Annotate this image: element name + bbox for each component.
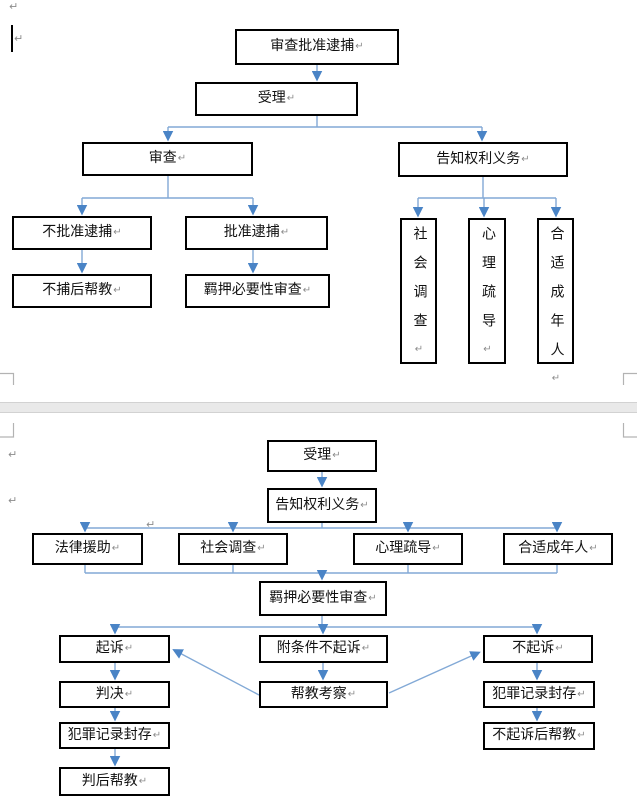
- paragraph-mark: ↵: [14, 32, 24, 45]
- node-label: 社会调查: [411, 226, 427, 342]
- paragraph-mark: ↵: [124, 643, 134, 654]
- node-label: 判后帮教: [81, 773, 138, 789]
- node-inform-rights-p2: 告知权利义务↵: [267, 488, 377, 523]
- node-legal-aid: 法律援助↵: [32, 533, 143, 565]
- node-accept-p1: 受理↵: [195, 82, 358, 116]
- paragraph-mark: ↵: [113, 227, 122, 238]
- paragraph-mark: ↵: [9, 0, 19, 13]
- node-detention-review-p1: 羁押必要性审查↵: [185, 274, 330, 308]
- paragraph-mark: ↵: [360, 499, 369, 511]
- paragraph-mark: ↵: [124, 688, 134, 700]
- paragraph-mark: ↵: [482, 344, 493, 355]
- paragraph-mark: ↵: [347, 688, 357, 700]
- node-no-arrest-assist: 不捕后帮教↵: [12, 274, 152, 308]
- paragraph-mark: ↵: [589, 543, 598, 554]
- paragraph-mark: ↵: [555, 643, 564, 654]
- node-label: 心理疏导: [480, 226, 495, 342]
- node-label: 羁押必要性审查: [269, 590, 368, 606]
- node-psychological-counseling-p2: 心理疏导↵: [353, 533, 463, 565]
- paragraph-mark: ↵: [8, 494, 18, 507]
- node-detention-review-p2: 羁押必要性审查↵: [259, 581, 387, 616]
- node-assist-and-observe: 帮教考察↵: [259, 681, 388, 708]
- node-social-investigation-p1: 社会调查 ↵: [400, 218, 437, 364]
- node-judgment: 判决↵: [59, 681, 170, 708]
- paragraph-mark: ↵: [550, 373, 562, 384]
- paragraph-mark: ↵: [361, 643, 371, 654]
- paragraph-mark: ↵: [368, 592, 377, 604]
- node-label: 告知权利义务: [436, 151, 521, 167]
- node-conditional-non-prosecution: 附条件不起诉↵: [259, 635, 388, 663]
- paragraph-mark: ↵: [113, 285, 122, 296]
- node-label: 不起诉: [512, 641, 555, 656]
- node-label: 社会调查: [200, 541, 257, 556]
- paragraph-mark: ↵: [432, 543, 441, 554]
- node-label: 犯罪记录封存: [492, 686, 577, 702]
- node-label: 帮教考察: [290, 686, 347, 702]
- paragraph-mark: ↵: [302, 285, 312, 296]
- node-record-seal-after-judgment: 犯罪记录封存↵: [59, 722, 170, 749]
- paragraph-mark: ↵: [177, 153, 187, 164]
- page-break-gap: [0, 402, 637, 413]
- node-label: 审查批准逮捕: [270, 39, 355, 54]
- node-accept-p2: 受理↵: [267, 440, 377, 472]
- node-post-judgment-assist: 判后帮教↵: [59, 767, 170, 796]
- paragraph-mark: ↵: [332, 450, 341, 461]
- node-inform-rights-p1: 告知权利义务↵: [398, 142, 568, 177]
- paragraph-mark: ↵: [577, 730, 586, 741]
- node-label: 不起诉后帮教: [492, 728, 577, 743]
- node-appropriate-adult-p1: 合适成年人 ↵: [537, 218, 574, 384]
- node-label: 告知权利义务: [275, 497, 360, 513]
- node-label: 受理: [303, 448, 332, 463]
- paragraph-mark: ↵: [257, 543, 266, 554]
- node-appropriate-adult-p2: 合适成年人↵: [503, 533, 613, 565]
- node-label: 起诉: [95, 641, 124, 656]
- node-label: 审查: [148, 151, 177, 166]
- node-label: 法律援助: [54, 541, 111, 556]
- paragraph-mark: ↵: [355, 41, 364, 52]
- node-label: 不捕后帮教: [42, 283, 113, 298]
- node-label: 心理疏导: [375, 541, 432, 556]
- paragraph-mark: ↵: [138, 775, 148, 787]
- paragraph-mark: ↵: [111, 543, 121, 554]
- node-record-seal-after-non-prosecution: 犯罪记录封存↵: [483, 681, 595, 708]
- paragraph-mark: ↵: [577, 688, 586, 700]
- paragraph-mark: ↵: [286, 93, 296, 104]
- node-label: 附条件不起诉: [276, 641, 361, 656]
- text-cursor: [11, 25, 13, 52]
- paragraph-mark: ↵: [280, 227, 290, 238]
- paragraph-mark: ↵: [152, 729, 162, 741]
- node-label: 不批准逮捕: [42, 225, 113, 240]
- node-label: 批准逮捕: [223, 225, 280, 240]
- node-review-approve-arrest: 审查批准逮捕↵: [235, 29, 399, 65]
- node-post-non-prosecution-assist: 不起诉后帮教↵: [483, 722, 595, 750]
- node-label: 犯罪记录封存: [67, 727, 152, 743]
- paragraph-mark: ↵: [521, 153, 530, 165]
- node-not-approve-arrest: 不批准逮捕↵: [12, 216, 152, 250]
- node-non-prosecution: 不起诉↵: [483, 635, 593, 663]
- node-review: 审查↵: [82, 142, 253, 176]
- node-label: 合适成年人: [548, 226, 564, 371]
- node-psychological-counseling-p1: 心理疏导 ↵: [468, 218, 506, 364]
- node-social-investigation-p2: 社会调查↵: [178, 533, 288, 565]
- paragraph-mark: ↵: [8, 448, 18, 461]
- node-approve-arrest: 批准逮捕↵: [185, 216, 328, 250]
- page-margin-marks: [0, 372, 637, 438]
- node-label: 合适成年人: [518, 541, 589, 556]
- paragraph-mark: ↵: [413, 344, 425, 355]
- paragraph-mark: ↵: [146, 518, 156, 531]
- node-label: 羁押必要性审查: [203, 283, 302, 298]
- node-prosecution: 起诉↵: [59, 635, 170, 663]
- node-label: 判决: [95, 686, 124, 702]
- node-label: 受理: [257, 91, 286, 106]
